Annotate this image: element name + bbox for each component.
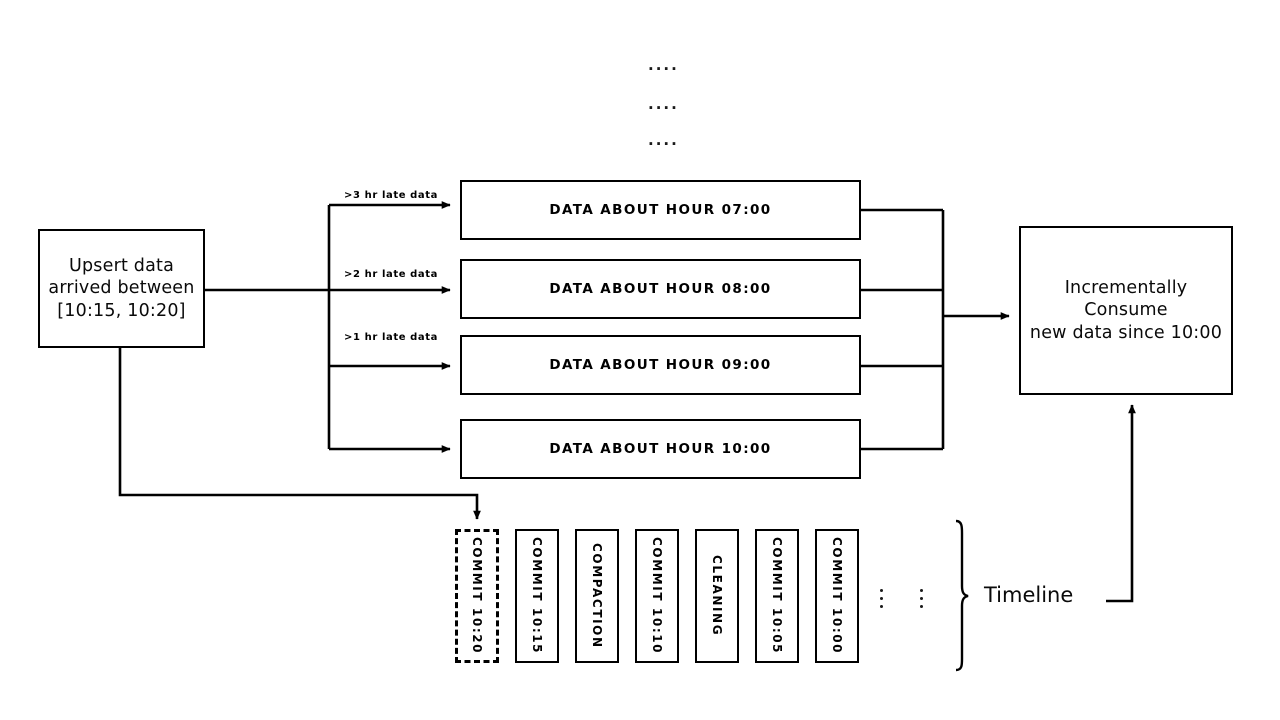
edge-label-3hr-late: >3 hr late data — [344, 190, 439, 201]
dot — [880, 605, 883, 608]
timeline-entry-commit-1000[interactable]: COMMIT 10:00 — [815, 529, 859, 663]
dot — [880, 597, 883, 600]
hour-box-09[interactable]: Data about hour 09:00 — [460, 335, 861, 395]
timeline-entry-commit-1005[interactable]: COMMIT 10:05 — [755, 529, 799, 663]
timeline-entry-cleaning[interactable]: CLEANING — [695, 529, 739, 663]
timeline-entry-commit-1000-label: COMMIT 10:00 — [830, 537, 844, 655]
timeline-entry-commit-1005-label: COMMIT 10:05 — [770, 537, 784, 655]
edge-label-1hr-late: >1 hr late data — [344, 332, 439, 343]
timeline-entry-cleaning-label: CLEANING — [710, 555, 724, 637]
timeline-entry-compaction[interactable]: COMPACTION — [575, 529, 619, 663]
timeline-entry-commit-1010-label: COMMIT 10:10 — [650, 537, 664, 655]
consumer-line-1: Incrementally Consume — [1064, 277, 1188, 321]
timeline-label: Timeline — [984, 583, 1074, 607]
timeline-entry-commit-1010[interactable]: COMMIT 10:10 — [635, 529, 679, 663]
dot — [920, 597, 923, 600]
consumer-line-2: new data since 10:00 — [1029, 322, 1223, 343]
hour-box-07[interactable]: Data about hour 07:00 — [460, 180, 861, 240]
incremental-consumer-box[interactable]: Incrementally Consume new data since 10:… — [1019, 226, 1233, 395]
hour-box-08[interactable]: Data about hour 08:00 — [460, 259, 861, 319]
wire-timeline-to-consumer — [1106, 404, 1136, 603]
timeline-ellipsis-2 — [920, 589, 923, 608]
upsert-source-box[interactable]: Upsert data arrived between [10:15, 10:2… — [38, 229, 205, 348]
hour-box-09-label: Data about hour 09:00 — [549, 357, 772, 373]
ellipsis-row-3: .... — [648, 131, 679, 149]
upsert-line-3: [10:15, 10:20] — [57, 300, 186, 321]
hour-box-10-label: Data about hour 10:00 — [549, 441, 772, 457]
upsert-source-label: Upsert data arrived between [10:15, 10:2… — [48, 255, 194, 322]
wire-source-to-commit-latest — [118, 348, 481, 520]
dot — [920, 589, 923, 592]
timeline-entry-compaction-label: COMPACTION — [590, 543, 604, 649]
timeline-brace — [955, 519, 969, 672]
timeline-entry-commit-1020[interactable]: COMMIT 10:20 — [455, 529, 499, 663]
hour-box-10[interactable]: Data about hour 10:00 — [460, 419, 861, 479]
dot — [920, 605, 923, 608]
timeline-entry-commit-1015[interactable]: COMMIT 10:15 — [515, 529, 559, 663]
timeline-entry-commit-1020-label: COMMIT 10:20 — [470, 537, 484, 655]
timeline-ellipsis-1 — [880, 589, 883, 608]
ellipsis-row-2: .... — [648, 95, 679, 113]
hour-box-08-label: Data about hour 08:00 — [549, 281, 772, 297]
incremental-consumer-label: Incrementally Consume new data since 10:… — [1021, 277, 1231, 344]
ellipsis-row-1: .... — [648, 56, 679, 74]
hour-box-07-label: Data about hour 07:00 — [549, 202, 772, 218]
dot — [880, 589, 883, 592]
edge-label-2hr-late: >2 hr late data — [344, 269, 439, 280]
timeline-entry-commit-1015-label: COMMIT 10:15 — [530, 537, 544, 655]
upsert-line-1: Upsert data — [68, 255, 175, 276]
upsert-line-2: arrived between — [48, 278, 195, 299]
